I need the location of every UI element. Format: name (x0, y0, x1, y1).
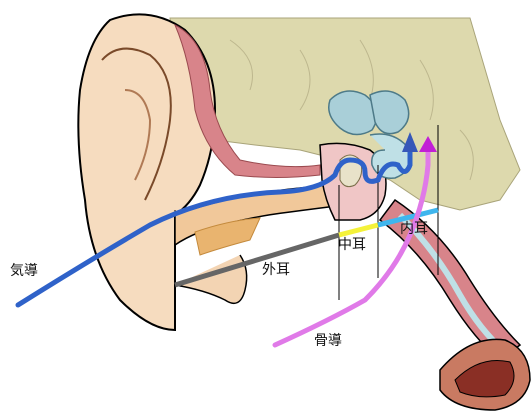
outer-ear-label: 外耳 (262, 262, 290, 278)
inner-ear-label: 内耳 (400, 221, 428, 237)
air-conduction-label: 気導 (10, 263, 38, 279)
middle-ear-segment (339, 225, 378, 235)
middle-ear-label: 中耳 (338, 237, 366, 253)
bone-conduction-label: 骨導 (314, 333, 342, 349)
